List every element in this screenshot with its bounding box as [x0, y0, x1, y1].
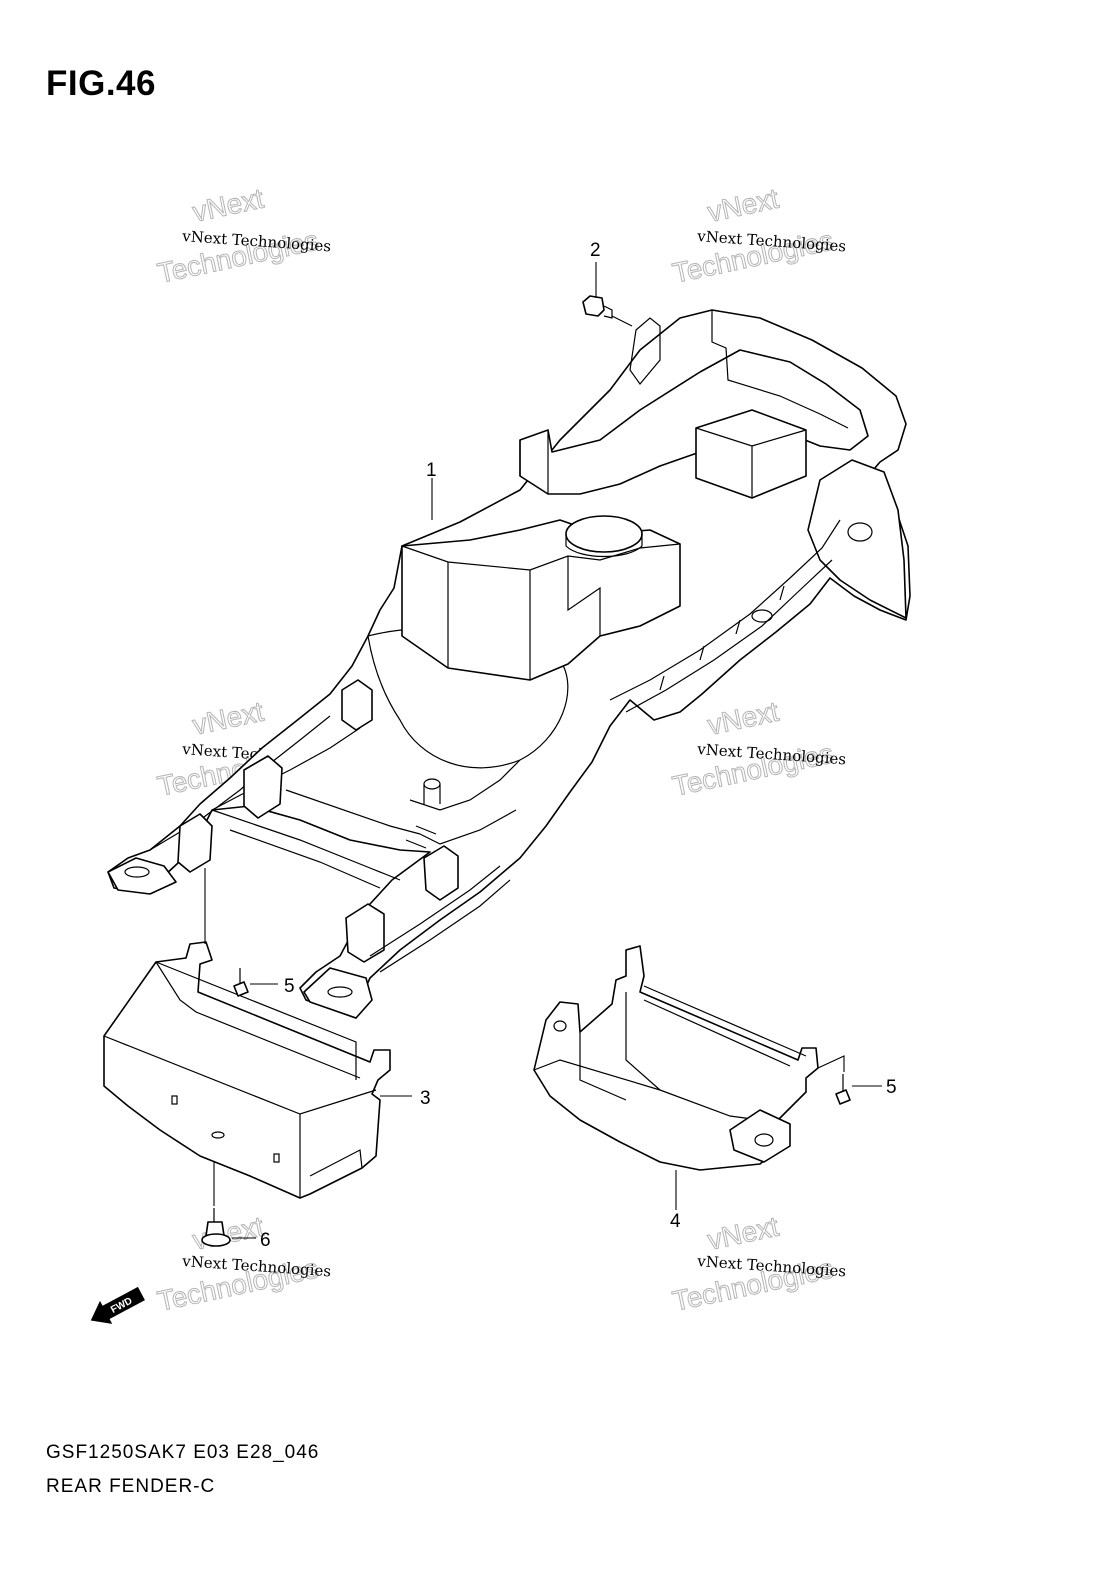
- svg-text:vNext: vNext: [190, 1211, 267, 1256]
- svg-text:vNext: vNext: [705, 183, 782, 228]
- forward-direction-arrow: FWD: [90, 1286, 145, 1324]
- svg-text:vNext: vNext: [190, 696, 267, 741]
- part-4-lower-cover: [533, 945, 819, 1171]
- callout-1: 1: [426, 460, 437, 481]
- part-3-lower-cover: [103, 941, 391, 1199]
- svg-text:vNext: vNext: [190, 183, 267, 228]
- leader-2b: [611, 315, 633, 327]
- watermark-bottom-right: vNext Technologies vNext Technologies: [669, 1210, 846, 1317]
- part-5a-screw: [233, 968, 249, 997]
- watermark-top-right: vNext Technologies vNext Technologies: [669, 182, 846, 289]
- watermark-middle-right: vNext Technologies vNext Technologies: [669, 695, 846, 802]
- callout-3: 3: [420, 1088, 431, 1109]
- svg-text:vNext: vNext: [705, 696, 782, 741]
- callout-4: 4: [670, 1211, 681, 1232]
- part-1-rear-fender: [107, 309, 911, 1019]
- svg-text:vNext: vNext: [705, 1211, 782, 1256]
- part-5b-screw: [835, 1074, 851, 1105]
- watermark-top-left: vNext Technologies vNext Technologies: [154, 182, 331, 289]
- callout-5b: 5: [886, 1077, 897, 1098]
- part-6-bolt-washer: [201, 1208, 231, 1247]
- leader-5b-link: [817, 1055, 845, 1072]
- callout-2: 2: [590, 240, 601, 261]
- callout-5a: 5: [284, 976, 295, 997]
- watermark-bottom-left: vNext Technologies vNext Technologies: [154, 1210, 331, 1317]
- callout-6: 6: [260, 1230, 271, 1251]
- model-code: GSF1250SAK7 E03 E28_046: [46, 1442, 320, 1463]
- svg-text:FWD: FWD: [109, 1296, 134, 1316]
- assembly-name: REAR FENDER-C: [46, 1476, 216, 1497]
- part-2-bolt: [582, 295, 613, 319]
- figure-title: FIG.46: [46, 64, 156, 103]
